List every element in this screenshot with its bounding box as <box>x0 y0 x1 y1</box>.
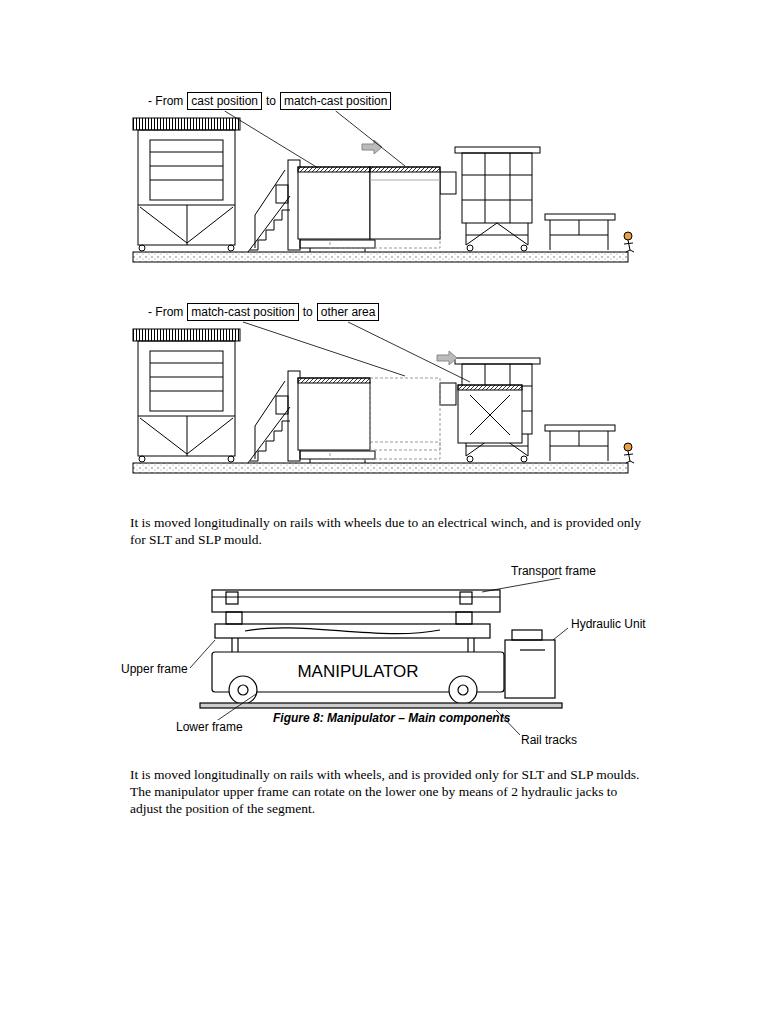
callout-text: cast position <box>191 94 258 108</box>
manipulator-drawing <box>229 676 257 704</box>
leader-lines <box>190 578 568 735</box>
segments-figure-one <box>298 167 440 239</box>
part-name: Upper frame <box>120 662 189 676</box>
segments-figure-two <box>298 378 522 450</box>
manipulator-drawing <box>460 592 472 604</box>
manipulator-drawing <box>200 703 562 708</box>
callout-text: other area <box>321 305 376 319</box>
segments-figure-one <box>370 167 440 172</box>
part-name: Hydraulic Unit <box>570 617 647 631</box>
segments-figure-two <box>470 395 510 435</box>
callout-text: match-cast position <box>191 305 294 319</box>
manipulator-drawing <box>212 596 500 597</box>
heading-word: - From <box>148 305 183 319</box>
heading-word: to <box>266 94 276 108</box>
leader-line <box>225 111 318 168</box>
move-arrow <box>437 351 457 365</box>
heading-line: - From cast position to match-cast position <box>148 92 391 110</box>
move-arrow <box>362 140 382 154</box>
body-paragraph: It is moved longitudinally on rails with… <box>130 514 650 548</box>
manipulator-drawing <box>520 649 545 650</box>
manipulator-drawing <box>512 630 542 640</box>
figure-two <box>133 329 634 473</box>
figure-caption: Figure 8: Manipulator – Main components <box>273 711 510 725</box>
callout-box: other area <box>317 303 380 321</box>
segments-figure-two <box>470 395 510 435</box>
manipulator-drawing <box>245 628 440 634</box>
part-name: Transport frame <box>510 564 597 578</box>
body-paragraph: It is moved longitudinally on rails with… <box>130 766 650 817</box>
manipulator-drawing <box>237 638 238 652</box>
manipulator-drawing <box>238 685 248 695</box>
segments-figure-one <box>298 167 370 239</box>
segments-figure-two <box>458 385 522 443</box>
heading-line: - From match-cast position to other area <box>148 303 379 321</box>
segments-figure-one <box>298 167 370 172</box>
segments-figure-two <box>458 385 522 390</box>
segments-figure-two <box>298 378 370 383</box>
callout-box: match-cast position <box>187 303 298 321</box>
leader-lines <box>553 628 568 640</box>
segments-figure-two <box>298 378 370 450</box>
part-name: Lower frame <box>175 720 244 734</box>
callout-box: match-cast position <box>280 92 391 110</box>
callout-text: match-cast position <box>284 94 387 108</box>
part-name: MANIPULATOR <box>297 662 418 682</box>
manipulator-drawing <box>505 640 555 698</box>
leader-line <box>243 322 405 376</box>
leader-lines <box>190 640 215 668</box>
heading-word: - From <box>148 94 183 108</box>
segments-figure-one <box>370 180 440 181</box>
segments-figure-two <box>370 378 440 450</box>
segments-figure-one <box>370 167 440 239</box>
manipulator-drawing <box>226 592 238 604</box>
manipulator-drawing <box>456 612 472 624</box>
leader-line <box>336 111 405 166</box>
manipulator-drawing <box>449 676 477 704</box>
manipulator-drawing <box>231 638 232 652</box>
callout-box: cast position <box>187 92 262 110</box>
manipulator-drawing <box>212 590 500 612</box>
heading-word: to <box>303 305 313 319</box>
part-name: Rail tracks <box>520 733 578 747</box>
manipulator-drawing <box>200 590 562 708</box>
leader-lines <box>215 694 256 722</box>
manipulator-drawing <box>215 624 490 638</box>
manipulator-drawing <box>473 638 474 652</box>
manipulator-drawing <box>226 612 242 624</box>
leader-line <box>348 322 470 382</box>
figure-one <box>133 118 634 262</box>
manipulator-drawing <box>458 685 468 695</box>
manipulator-drawing <box>467 638 468 652</box>
leader-lines <box>482 578 560 592</box>
